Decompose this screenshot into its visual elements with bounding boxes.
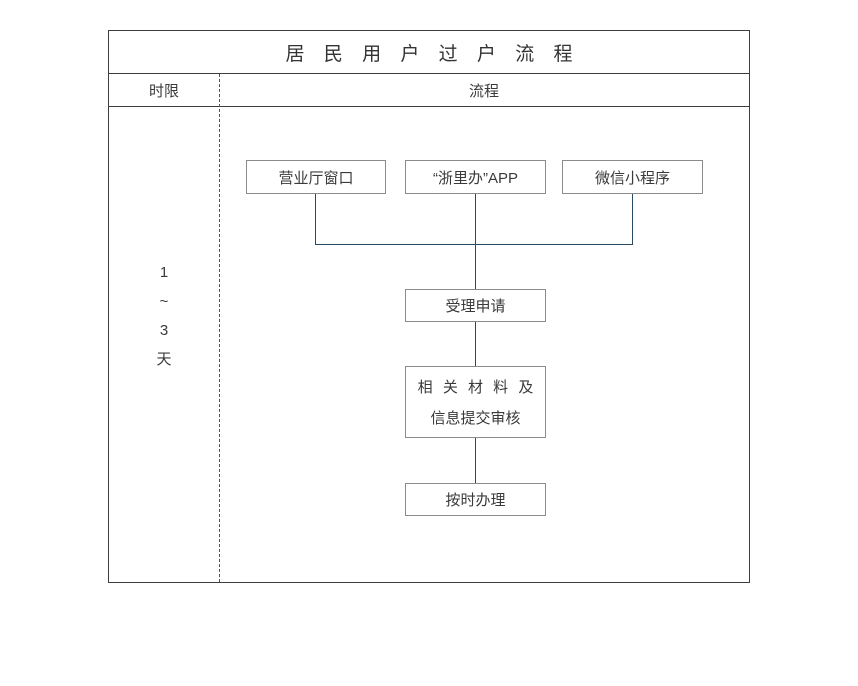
column-header-row: 时限 流程 [109,74,749,107]
connector-accept-to-materials [475,322,477,366]
flow-node-submit-materials[interactable]: 相 关 材 料 及 信息提交审核 [405,366,546,438]
flow-node-label: 微信小程序 [594,169,670,187]
flow-node-process-on-time[interactable]: 按时办理 [405,483,546,516]
duration-to: 3 [159,322,169,339]
flow-node-label-line1: 相 关 材 料 及 [417,379,537,396]
flow-node-label: “浙里办”APP [432,169,518,187]
flow-node-zhelib-app[interactable]: “浙里办”APP [405,160,546,194]
flow-node-label: 按时办理 [445,492,506,509]
flow-node-hall-window[interactable]: 营业厅窗口 [246,160,386,194]
connector-materials-to-process [475,438,477,483]
flow-node-accept-application[interactable]: 受理申请 [405,289,546,322]
connector-merge-to-accept [475,244,477,289]
column-header-flow: 流程 [468,82,499,100]
title-row: 居 民 用 户 过 户 流 程 [109,31,749,74]
flow-node-label-line2: 信息提交审核 [430,410,521,427]
duration-from: 1 [159,264,169,281]
duration-range-mark: ~ [159,293,169,310]
connector-zhelib-app-down [475,194,477,245]
flow-node-label: 营业厅窗口 [278,169,354,187]
duration-unit: 天 [156,351,172,368]
column-header-time: 时限 [148,82,179,100]
process-table: 居 民 用 户 过 户 流 程 时限 流程 1 ~ 3 天 营业厅窗口 “浙里办… [108,30,750,583]
flow-node-label: 受理申请 [445,298,506,315]
connector-wechat-miniapp-down [632,194,634,245]
column-divider [219,74,220,582]
duration-cell: 1 ~ 3 天 [109,258,219,374]
connector-merge-bar [315,244,633,246]
page-title: 居 民 用 户 过 户 流 程 [285,43,580,65]
flow-diagram: 营业厅窗口 “浙里办”APP 微信小程序 受理申请 [219,107,749,582]
connector-hall-window-down [315,194,317,245]
flow-node-wechat-miniapp[interactable]: 微信小程序 [562,160,703,194]
table-body: 1 ~ 3 天 营业厅窗口 “浙里办”APP 微信小程序 [109,107,749,582]
